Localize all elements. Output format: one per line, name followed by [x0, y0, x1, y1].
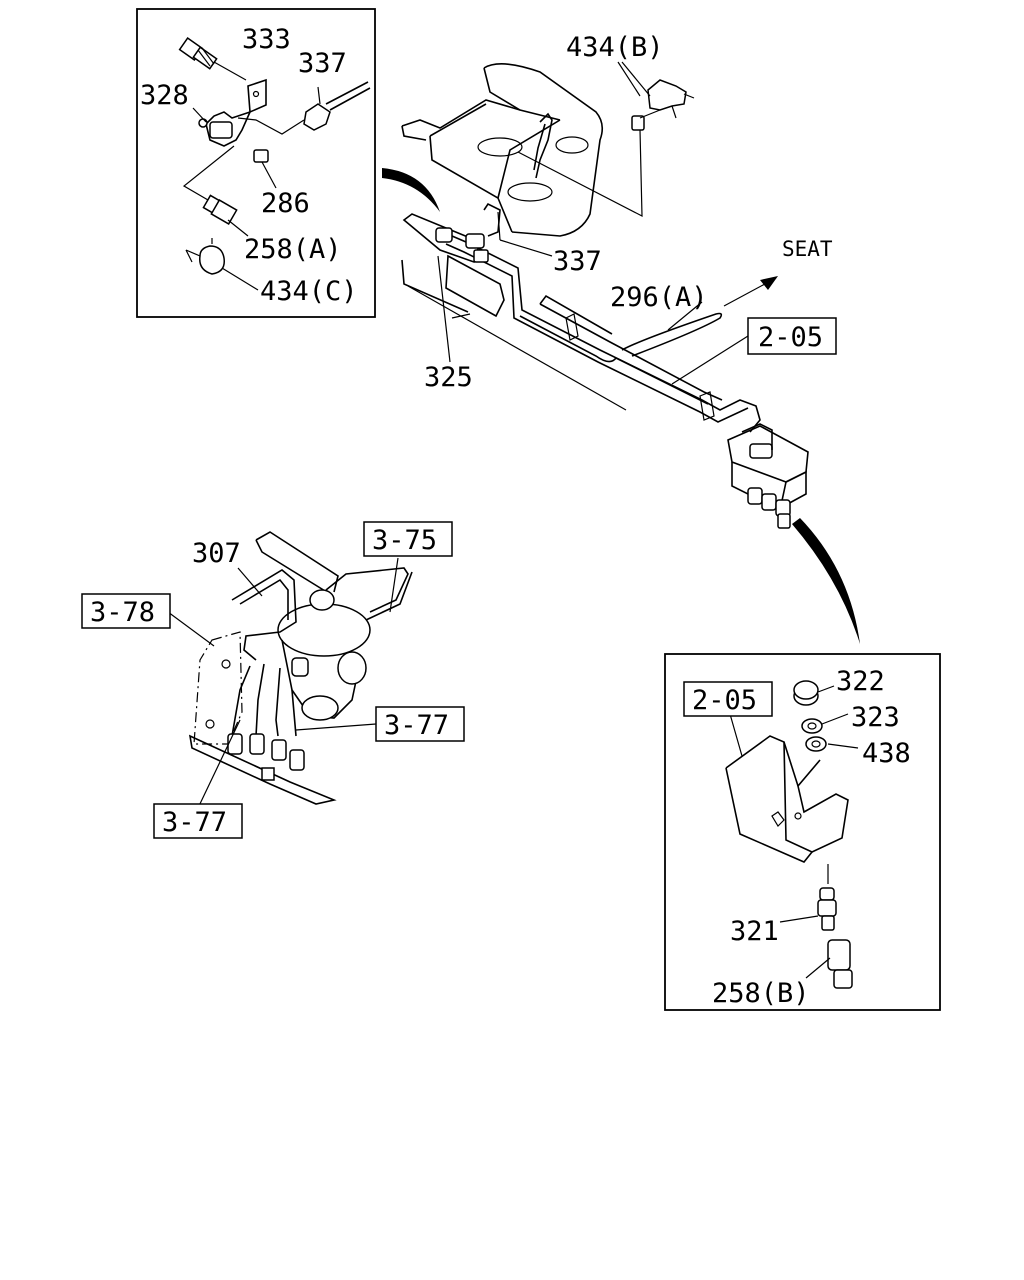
part-337-fitting [237, 81, 371, 135]
ref-2-05-inset: 2-05 [692, 685, 757, 716]
ref-box-3-77-right [375, 706, 465, 742]
callout-434b: 434(B) [566, 32, 664, 63]
callout-337-inset: 337 [298, 48, 347, 79]
pointer-arrow-inset [382, 168, 440, 212]
ref-3-77-right: 3-77 [384, 710, 449, 741]
ref-2-05-main: 2-05 [758, 322, 823, 353]
part-434b-clip [631, 79, 695, 131]
part-258b-connector [827, 939, 853, 989]
part-328-bracket [198, 78, 267, 147]
callout-307: 307 [192, 538, 241, 569]
ref-box-3-77-left [153, 803, 243, 839]
detail-inset-top-left: 333 337 328 286 258(A) 434(C) [136, 8, 376, 318]
pointer-arrow-manifold [792, 518, 860, 644]
callout-322: 322 [836, 666, 885, 697]
ref-3-78: 3-78 [90, 597, 155, 628]
callout-325: 325 [424, 362, 473, 393]
leader-assembly [182, 145, 235, 201]
label-seat: SEAT [782, 237, 833, 261]
ref-box-3-78 [81, 593, 171, 629]
detail-inset-bottom-right: 322 323 438 321 258(B) 2-05 [664, 653, 941, 1011]
ref-box-3-75 [363, 521, 453, 557]
part-286-nut [253, 149, 269, 163]
callout-258b: 258(B) [712, 978, 810, 1009]
callout-296a: 296(A) [610, 282, 708, 313]
ref-3-75: 3-75 [372, 525, 437, 556]
callout-328: 328 [140, 80, 189, 111]
inset-frame-2 [664, 653, 941, 1011]
inset-frame [136, 8, 376, 318]
callout-434c: 434(C) [260, 276, 358, 307]
ref-box-2-05-inset [683, 681, 773, 717]
part-434c-clip [185, 238, 225, 275]
seat-arrow-head [760, 276, 778, 290]
callout-258a: 258(A) [244, 234, 342, 265]
ref-3-77-left: 3-77 [162, 807, 227, 838]
callout-438: 438 [862, 738, 911, 769]
part-333-fitting [178, 37, 218, 70]
part-321-union [817, 887, 837, 931]
manifold-block [727, 423, 809, 529]
callout-333: 333 [242, 24, 291, 55]
callout-286: 286 [261, 188, 310, 219]
callout-321: 321 [730, 916, 779, 947]
callout-323: 323 [851, 702, 900, 733]
valve-assembly-lower-left: 307 3-75 3-78 3-77 3-77 [81, 521, 465, 839]
callout-337-main: 337 [553, 246, 602, 277]
main-assembly-cab: 434(B) 337 325 296(A) SEAT 2-05 [401, 32, 837, 529]
part-258a-connector [202, 194, 238, 225]
ref-box-2-05-main [747, 317, 837, 355]
